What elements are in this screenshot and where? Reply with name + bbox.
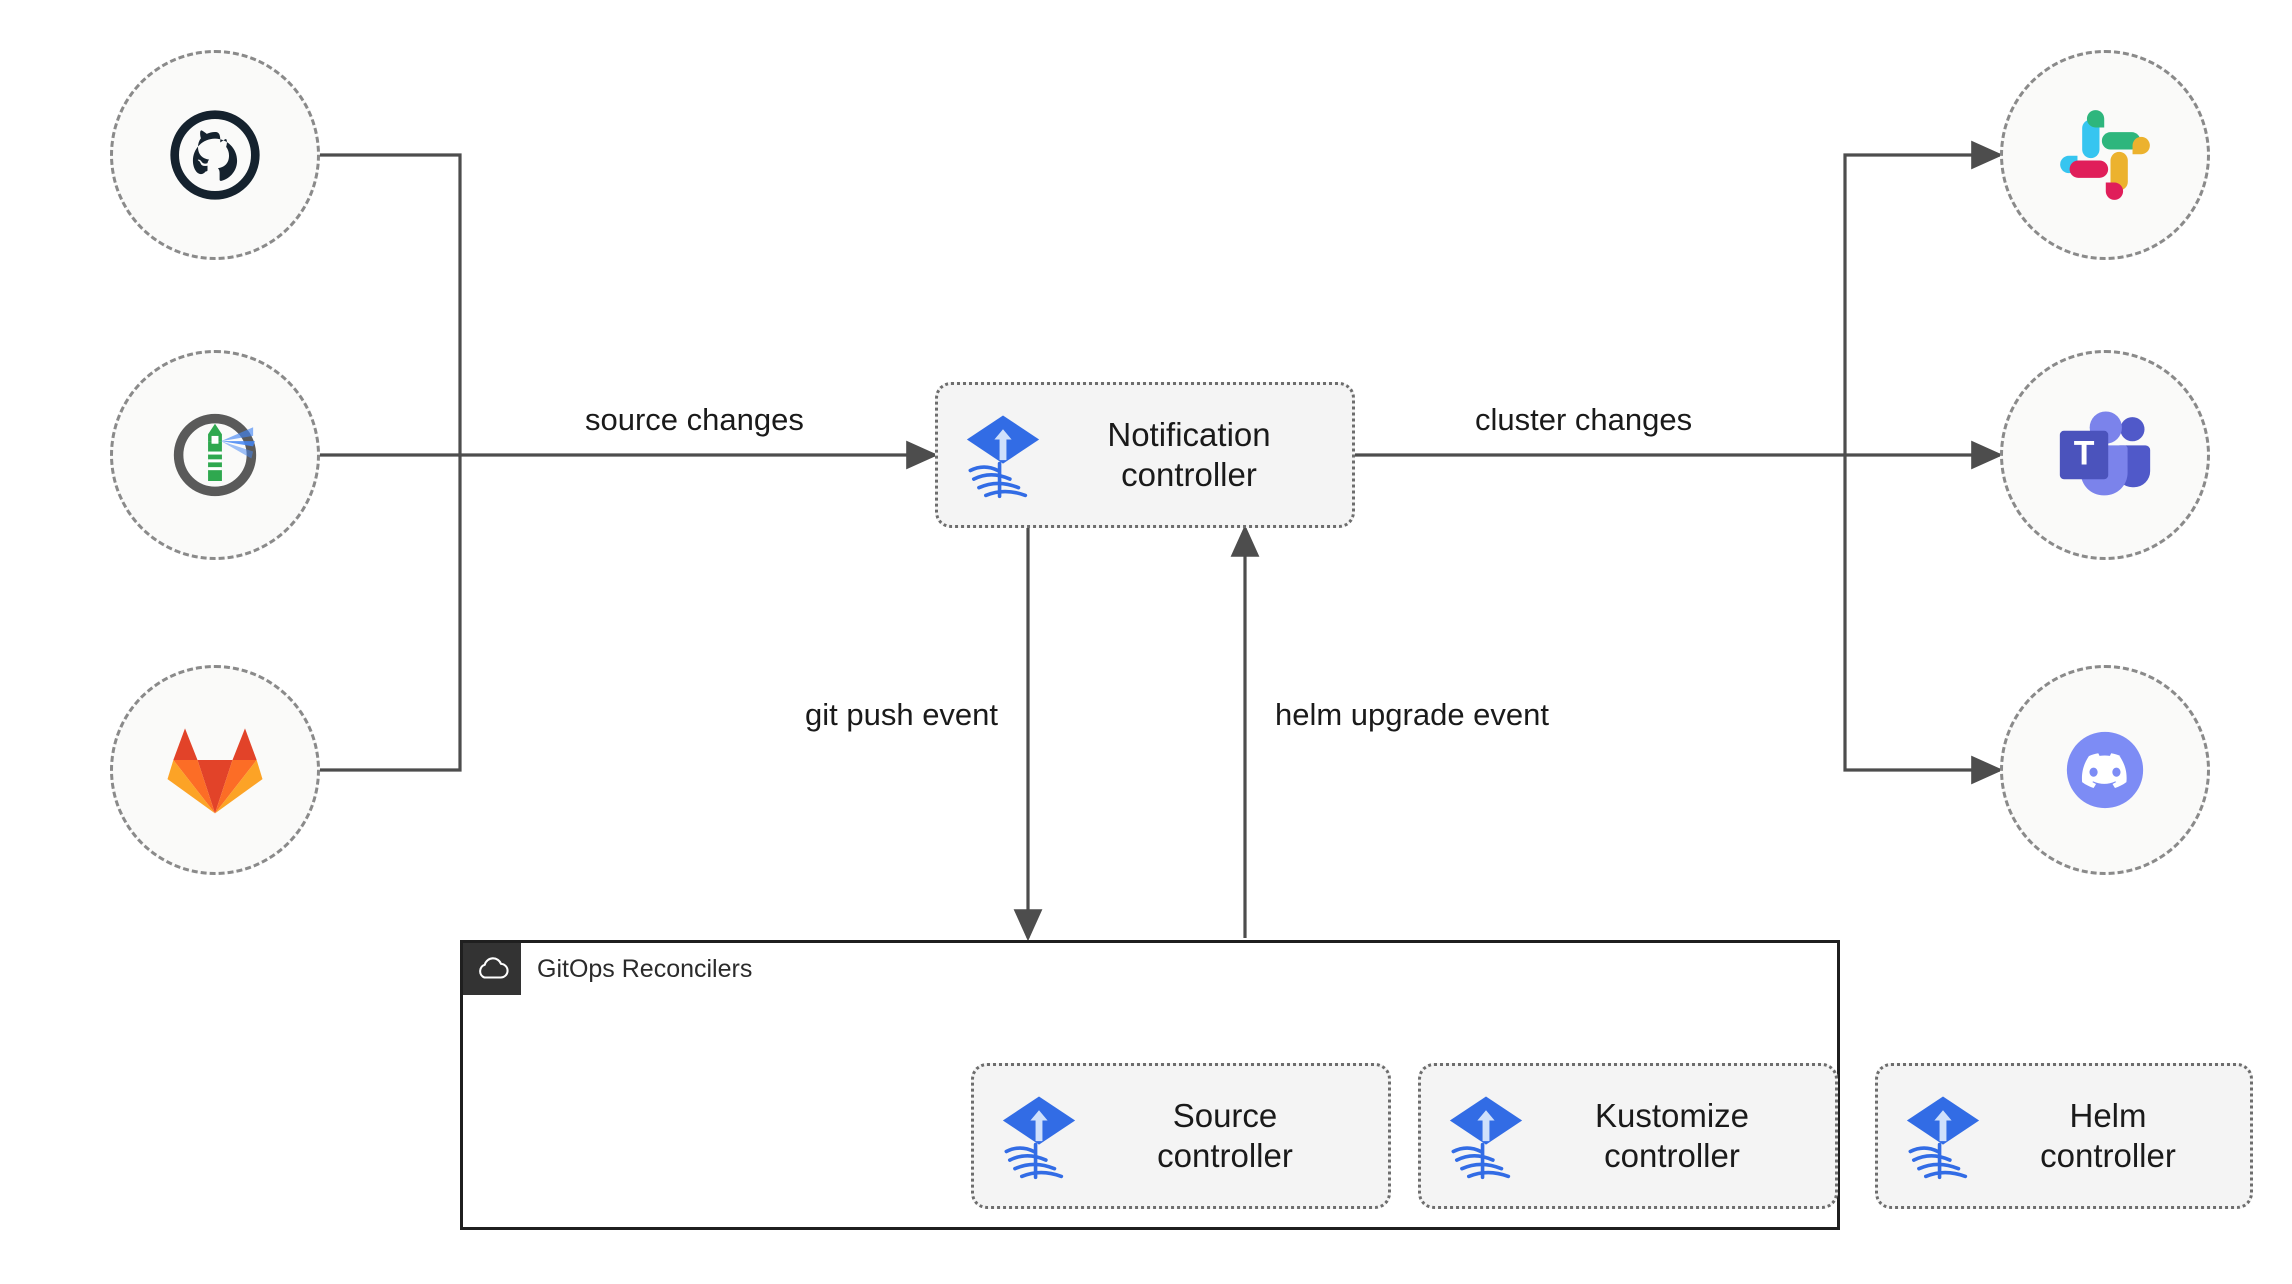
source-node-flux[interactable] [110, 350, 320, 560]
notification-controller-box[interactable]: Notification controller [935, 382, 1355, 528]
kustomize-controller-label: Kustomize controller [1594, 1096, 1750, 1174]
notification-controller-label: Notification controller [1107, 415, 1271, 493]
gitops-reconcilers-container: GitOps Reconcilers Source controller [460, 940, 2253, 1230]
svg-text:T: T [2074, 435, 2095, 473]
discord-icon [2066, 731, 2144, 809]
source-node-github[interactable] [110, 50, 320, 260]
target-node-slack[interactable] [2000, 50, 2210, 260]
edge-label-source-changes: source changes [575, 400, 814, 440]
cloud-icon [479, 957, 509, 979]
helm-controller-label: Helm controller [2040, 1096, 2176, 1174]
gitops-titlebar: GitOps Reconcilers [463, 943, 752, 995]
source-controller-label: Source controller [1157, 1096, 1293, 1174]
cloud-icon-box [463, 943, 521, 995]
target-node-teams[interactable]: T [2000, 350, 2210, 560]
target-node-discord[interactable] [2000, 665, 2210, 875]
source-node-gitlab[interactable] [110, 665, 320, 875]
kustomize-controller-box[interactable]: Kustomize controller [1418, 1063, 1838, 1209]
gitops-title-label: GitOps Reconcilers [537, 954, 753, 983]
edge-label-helm-upgrade-event: helm upgrade event [1265, 695, 1560, 735]
edge-label-cluster-changes: cluster changes [1465, 400, 1703, 440]
gitlab-icon [167, 728, 263, 814]
flux-logo-icon [966, 415, 1040, 499]
msteams-icon: T [2059, 411, 2151, 496]
source-controller-box[interactable]: Source controller [971, 1063, 1391, 1209]
slack-icon [2060, 110, 2150, 200]
flux-logo-icon [1002, 1096, 1076, 1180]
flux-lighthouse-icon [173, 413, 257, 497]
github-icon [170, 110, 260, 200]
flux-logo-icon [1906, 1096, 1980, 1180]
flux-logo-icon [1449, 1096, 1523, 1180]
edge-label-git-push-event: git push event [795, 695, 1009, 735]
helm-controller-box[interactable]: Helm controller [1875, 1063, 2253, 1209]
